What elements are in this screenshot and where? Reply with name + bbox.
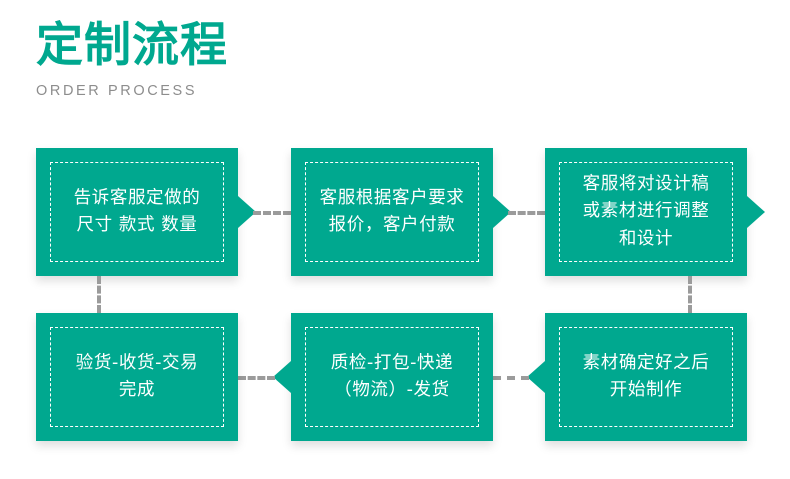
flow-step-3[interactable]: 客服将对设计稿 或素材进行调整 和设计	[545, 148, 747, 276]
connector-step5-to-step6	[238, 376, 275, 380]
flow-step-4-frame: 素材确定好之后 开始制作	[559, 327, 733, 427]
flow-step-2-frame: 客服根据客户要求 报价，客户付款	[305, 162, 479, 262]
arrow-right-icon-step3	[747, 196, 765, 228]
arrow-left-icon-step4	[527, 361, 545, 393]
arrow-left-icon-step5	[273, 361, 291, 393]
flow-step-1-frame: 告诉客服定做的 尺寸 款式 数量	[50, 162, 224, 262]
flow-step-6[interactable]: 验货-收货-交易 完成	[36, 313, 238, 441]
flow-step-4[interactable]: 素材确定好之后 开始制作	[545, 313, 747, 441]
flow-step-1-label: 告诉客服定做的 尺寸 款式 数量	[73, 187, 201, 235]
arrow-right-icon-step2	[493, 196, 511, 228]
arrow-right-icon-step1	[238, 196, 256, 228]
flow-step-5-frame: 质检-打包-快递 （物流）-发货	[305, 327, 479, 427]
flow-step-2-label: 客服根据客户要求 报价，客户付款	[319, 187, 465, 235]
connector-step1-to-step2	[253, 211, 291, 215]
flow-step-5[interactable]: 质检-打包-快递 （物流）-发货	[291, 313, 493, 441]
flow-step-5-label: 质检-打包-快递 （物流）-发货	[330, 352, 454, 400]
connector-step2-to-step3	[508, 211, 545, 215]
connector-step4-to-step5	[493, 376, 529, 380]
connector-step3-to-step4	[688, 276, 692, 313]
page-subtitle: ORDER PROCESS	[36, 83, 198, 99]
flow-step-6-frame: 验货-收货-交易 完成	[50, 327, 224, 427]
flow-step-3-frame: 客服将对设计稿 或素材进行调整 和设计	[559, 162, 733, 262]
flow-step-1[interactable]: 告诉客服定做的 尺寸 款式 数量	[36, 148, 238, 276]
flow-step-3-label: 客服将对设计稿 或素材进行调整 和设计	[582, 174, 710, 249]
connector-step1-to-step6	[97, 276, 101, 313]
page-title: 定制流程	[36, 18, 228, 73]
flow-step-4-label: 素材确定好之后 开始制作	[582, 352, 710, 400]
flow-step-6-label: 验货-收货-交易 完成	[75, 352, 199, 400]
flow-step-2[interactable]: 客服根据客户要求 报价，客户付款	[291, 148, 493, 276]
header-block: 定制流程 ORDER PROCESS	[36, 22, 228, 99]
